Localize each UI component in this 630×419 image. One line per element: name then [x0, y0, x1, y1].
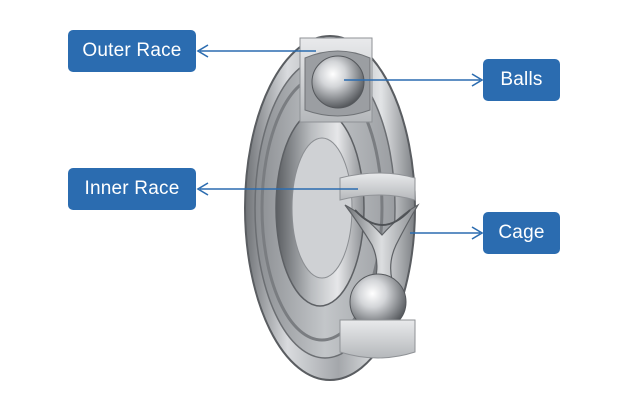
bottom-section	[339, 172, 420, 359]
arrow-inner-race	[196, 182, 209, 196]
cage-pocket	[354, 209, 411, 226]
ball-top	[311, 55, 365, 109]
arrow-balls	[471, 73, 484, 87]
top-section	[299, 37, 373, 123]
label-inner-race: Inner Race	[68, 168, 196, 210]
label-balls: Balls	[483, 59, 560, 101]
label-cage: Cage	[483, 212, 560, 254]
cage-body	[344, 203, 420, 281]
arrow-outer-race	[196, 44, 209, 58]
inner-race-section	[339, 172, 416, 201]
arrow-cage	[471, 226, 484, 240]
leader-lines	[196, 44, 484, 240]
label-outer-race: Outer Race	[68, 30, 196, 72]
bore	[291, 137, 353, 279]
outer-race-lower-section	[339, 319, 416, 359]
